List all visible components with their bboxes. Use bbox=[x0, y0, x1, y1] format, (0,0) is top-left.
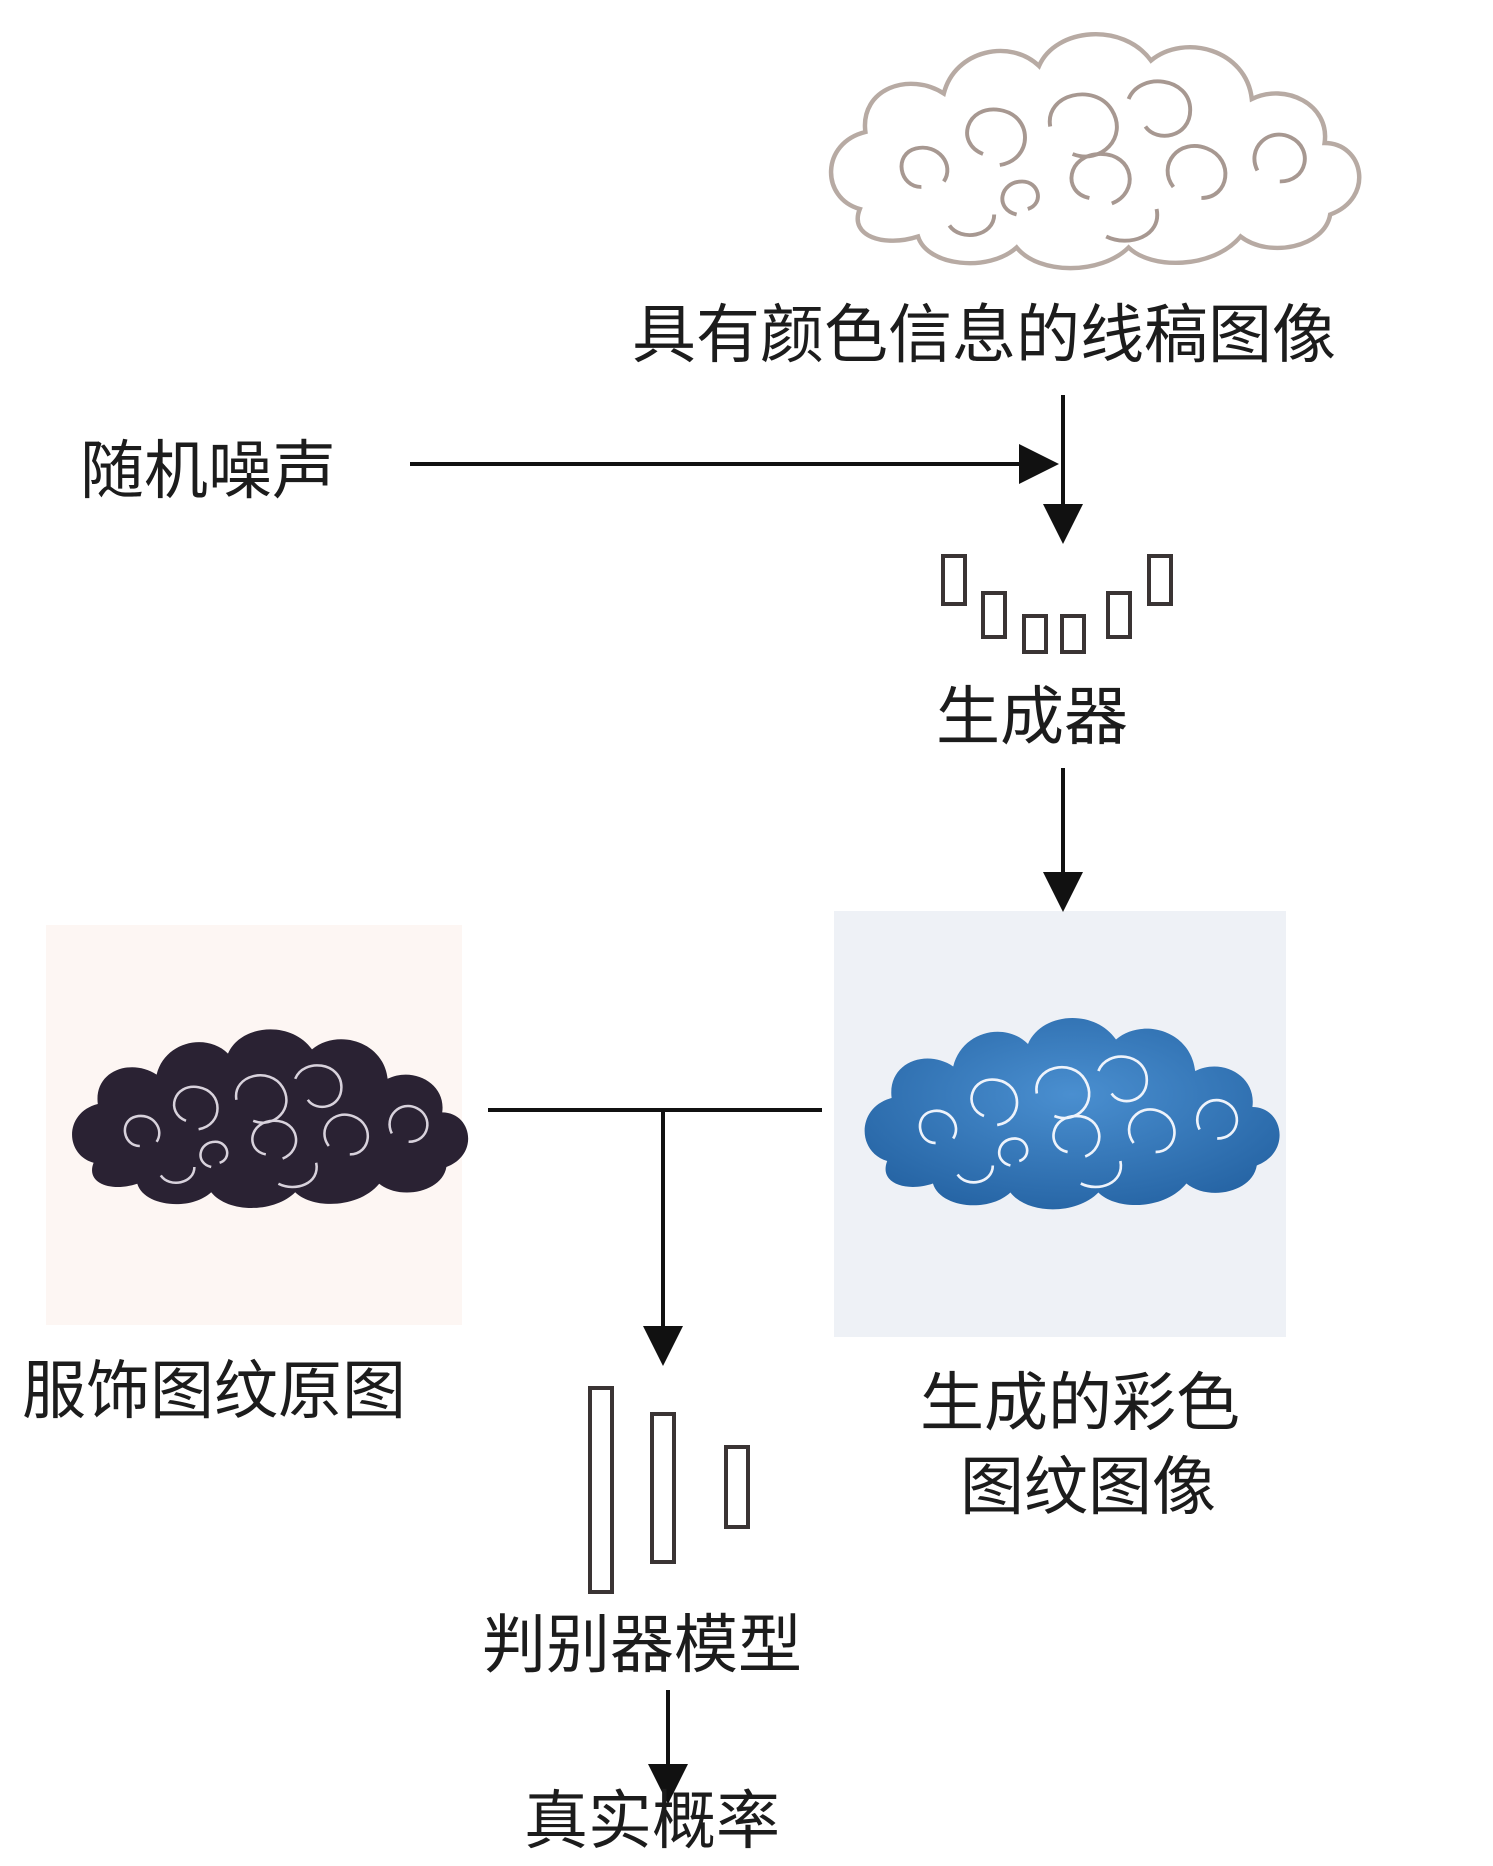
generated-pattern-label-line2: 图纹图像 bbox=[960, 1451, 1216, 1525]
real-probability-label: 真实概率 bbox=[524, 1785, 780, 1859]
dark-cloud-icon bbox=[72, 1029, 469, 1208]
original-pattern-label: 服饰图纹原图 bbox=[22, 1355, 406, 1429]
cloud-sketch-icon bbox=[831, 34, 1359, 268]
discriminator-label: 判别器模型 bbox=[482, 1609, 802, 1683]
blue-cloud-icon bbox=[864, 1018, 1280, 1210]
generated-pattern-label-line1: 生成的彩色 bbox=[920, 1367, 1240, 1441]
sketch-input-label: 具有颜色信息的线稿图像 bbox=[632, 299, 1336, 373]
discriminator-network-icon bbox=[588, 1386, 750, 1594]
generator-network-icon bbox=[941, 554, 1173, 654]
generator-label: 生成器 bbox=[936, 681, 1128, 755]
random-noise-label: 随机噪声 bbox=[80, 435, 336, 509]
